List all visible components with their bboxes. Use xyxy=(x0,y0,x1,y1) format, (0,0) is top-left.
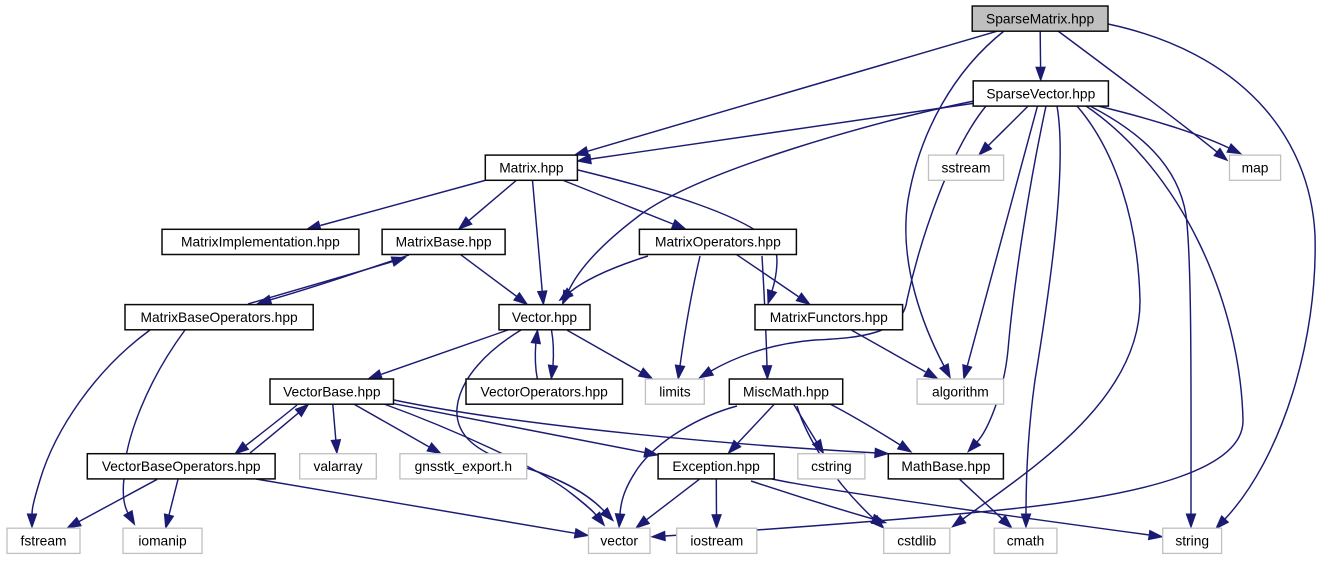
svg-text:valarray: valarray xyxy=(313,459,362,474)
svg-text:MatrixBase.hpp: MatrixBase.hpp xyxy=(396,235,492,250)
svg-text:iomanip: iomanip xyxy=(138,534,187,549)
svg-text:iostream: iostream xyxy=(690,534,743,549)
svg-text:limits: limits xyxy=(659,384,691,399)
svg-text:SparseVector.hpp: SparseVector.hpp xyxy=(986,86,1095,101)
svg-text:string: string xyxy=(1175,534,1209,549)
svg-text:VectorBase.hpp: VectorBase.hpp xyxy=(283,384,381,399)
svg-text:sstream: sstream xyxy=(941,161,990,176)
svg-text:Vector.hpp: Vector.hpp xyxy=(512,310,578,325)
svg-text:Exception.hpp: Exception.hpp xyxy=(672,459,760,474)
svg-text:cstring: cstring xyxy=(811,459,852,474)
svg-text:VectorOperators.hpp: VectorOperators.hpp xyxy=(481,384,609,399)
svg-text:cmath: cmath xyxy=(1007,534,1045,549)
svg-text:gnsstk_export.h: gnsstk_export.h xyxy=(415,459,512,474)
svg-text:algorithm: algorithm xyxy=(932,384,989,399)
svg-text:fstream: fstream xyxy=(21,534,67,549)
svg-text:MatrixBaseOperators.hpp: MatrixBaseOperators.hpp xyxy=(140,310,298,325)
svg-text:SparseMatrix.hpp: SparseMatrix.hpp xyxy=(986,11,1094,26)
svg-text:MatrixOperators.hpp: MatrixOperators.hpp xyxy=(655,235,781,250)
svg-text:vector: vector xyxy=(600,534,638,549)
svg-text:cstdlib: cstdlib xyxy=(897,534,936,549)
svg-text:map: map xyxy=(1242,161,1269,176)
svg-text:MathBase.hpp: MathBase.hpp xyxy=(901,459,990,474)
svg-text:VectorBaseOperators.hpp: VectorBaseOperators.hpp xyxy=(102,459,261,474)
svg-text:MatrixFunctors.hpp: MatrixFunctors.hpp xyxy=(770,310,888,325)
svg-text:Matrix.hpp: Matrix.hpp xyxy=(499,161,564,176)
svg-text:MiscMath.hpp: MiscMath.hpp xyxy=(743,384,829,399)
svg-text:MatrixImplementation.hpp: MatrixImplementation.hpp xyxy=(181,235,340,250)
